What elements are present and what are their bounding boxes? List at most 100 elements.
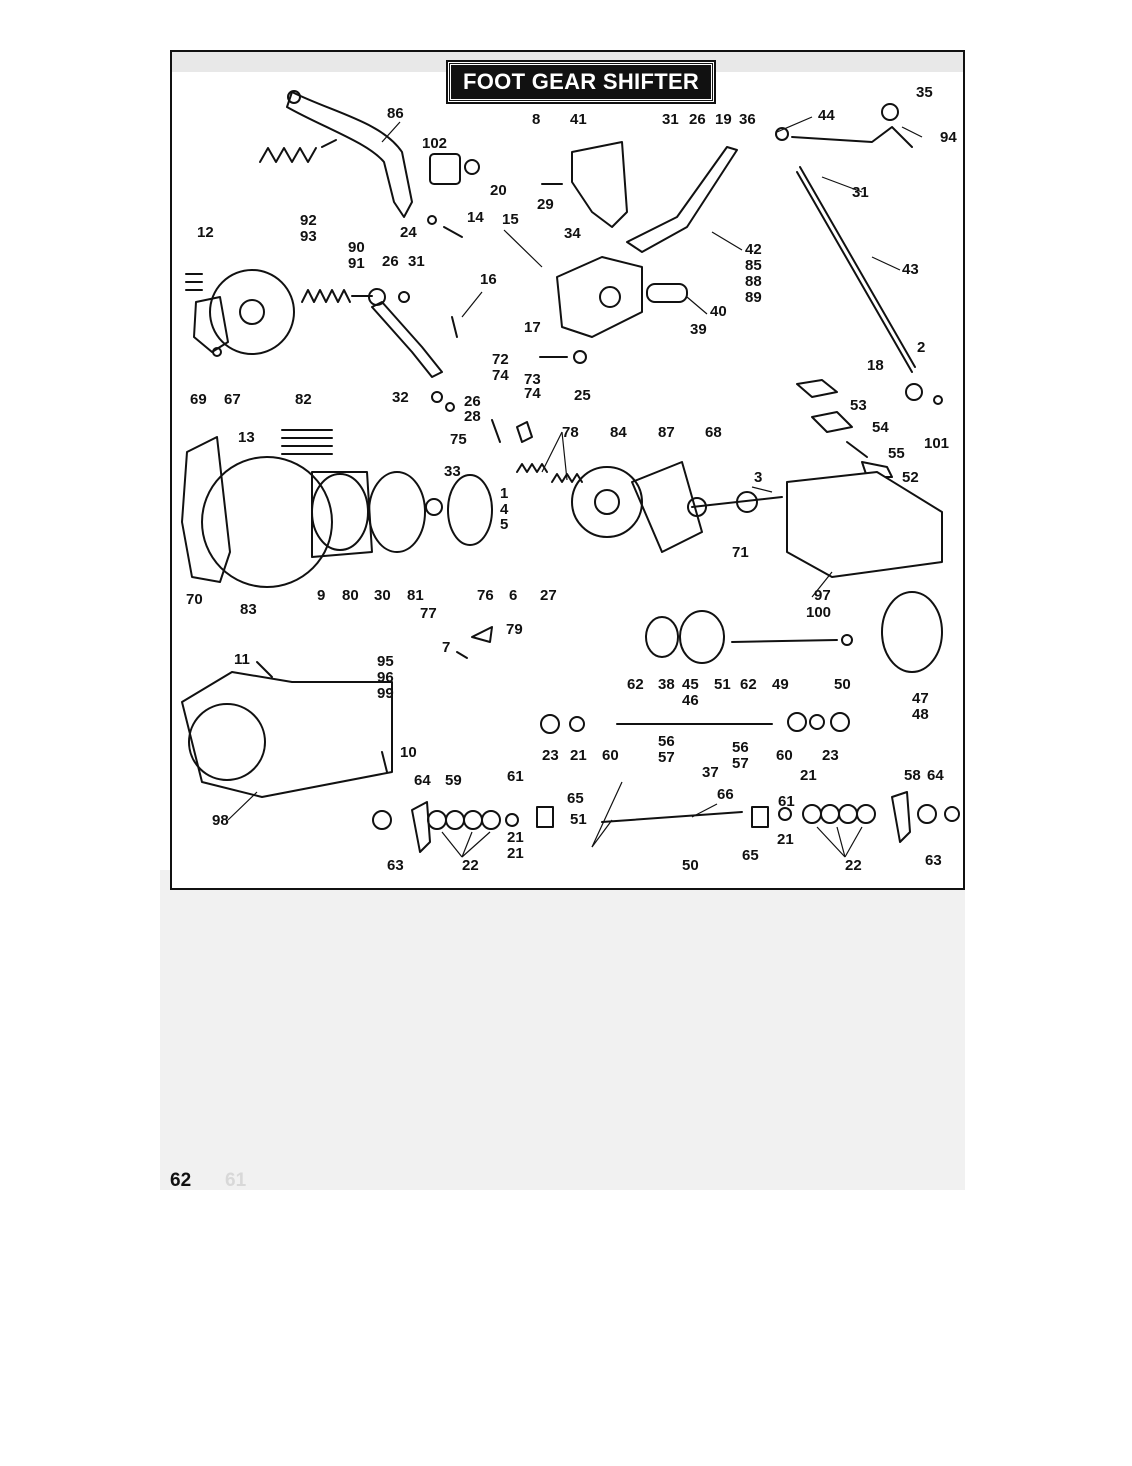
fork-59	[411, 801, 431, 853]
screw-10	[381, 751, 388, 773]
callout-11: 11	[234, 651, 250, 668]
callout-42: 42	[745, 241, 762, 258]
callout-10: 10	[400, 744, 417, 761]
bleed-through-page-number: 61	[225, 1170, 247, 1191]
spring-55	[846, 441, 868, 458]
callout-52: 52	[902, 469, 919, 486]
callout-60: 60	[602, 747, 619, 764]
callout-17: 17	[524, 319, 541, 336]
screw-16	[451, 316, 458, 338]
spring-90	[301, 289, 373, 303]
washer-23b	[830, 712, 850, 732]
callout-53: 53	[850, 397, 867, 414]
callout-41: 41	[570, 111, 587, 128]
page-title: FOOT GEAR SHIFTER	[445, 60, 717, 104]
callout-26: 26	[382, 253, 399, 270]
spring-78b	[551, 473, 583, 483]
callout-46: 46	[682, 692, 699, 709]
part-67	[212, 347, 222, 357]
callout-64: 64	[927, 767, 944, 784]
shaft-49	[731, 639, 838, 643]
diagram-frame: FOOT GEAR SHIFTER	[170, 50, 965, 890]
callout-34: 34	[564, 225, 581, 242]
bolt-11	[256, 661, 273, 678]
gear-38	[645, 616, 679, 658]
callout-84: 84	[610, 424, 627, 441]
callout-60: 60	[776, 747, 793, 764]
callout-7: 7	[442, 639, 450, 656]
page-number: 62	[170, 1170, 192, 1191]
bolts-13	[281, 429, 333, 455]
callout-49: 49	[772, 676, 789, 693]
callout-31: 31	[408, 253, 425, 270]
clutch-cover-98	[181, 671, 393, 798]
callout-99: 99	[377, 685, 394, 702]
callout-83: 83	[240, 601, 257, 618]
callout-45: 45	[682, 676, 699, 693]
callout-21: 21	[800, 767, 817, 784]
callout-21: 21	[570, 747, 587, 764]
callout-36: 36	[739, 111, 756, 128]
washer-32	[431, 391, 443, 403]
washer-64b	[917, 804, 937, 824]
cover-70	[181, 436, 231, 583]
callout-88: 88	[745, 273, 762, 290]
callout-15: 15	[502, 211, 519, 228]
callout-33: 33	[444, 463, 461, 480]
callout-25: 25	[574, 387, 591, 404]
callout-97: 97	[814, 587, 831, 604]
callout-65: 65	[567, 790, 584, 807]
callout-43: 43	[902, 261, 919, 278]
block-65b	[751, 806, 769, 828]
callout-72: 72	[492, 351, 509, 368]
callout-87: 87	[658, 424, 675, 441]
washer-64a	[372, 810, 392, 830]
part-50	[841, 634, 853, 646]
callout-51: 51	[570, 811, 587, 828]
plate-87	[631, 461, 703, 553]
callout-79: 79	[506, 621, 523, 638]
pin-101	[933, 395, 943, 405]
callout-71: 71	[732, 544, 749, 561]
part-102	[429, 153, 461, 185]
callout-13: 13	[238, 429, 255, 446]
callout-9: 9	[317, 587, 325, 604]
gear-84	[571, 466, 643, 538]
washer-33	[425, 498, 443, 516]
washer-20	[464, 159, 480, 175]
callout-50: 50	[682, 857, 699, 874]
callout-74: 74	[524, 385, 541, 402]
part-52	[861, 461, 893, 478]
callout-47: 47	[912, 690, 929, 707]
callout-63: 63	[387, 857, 404, 874]
gear-45	[679, 610, 725, 664]
callout-94: 94	[940, 129, 957, 146]
callout-62: 62	[627, 676, 644, 693]
callout-26: 26	[689, 111, 706, 128]
link-16	[371, 301, 443, 378]
washer-23a	[540, 714, 560, 734]
callout-95: 95	[377, 653, 394, 670]
callout-4: 4	[500, 501, 509, 518]
callout-1: 1	[500, 485, 508, 502]
callout-32: 32	[392, 389, 409, 406]
callout-21: 21	[507, 829, 524, 846]
cover-82	[209, 269, 295, 355]
callout-18: 18	[867, 357, 884, 374]
callout-26: 26	[464, 393, 481, 410]
callout-29: 29	[537, 196, 554, 213]
link-44	[791, 126, 913, 148]
callout-27: 27	[540, 587, 557, 604]
callout-39: 39	[690, 321, 707, 338]
housing-3	[786, 471, 943, 578]
callout-85: 85	[745, 257, 762, 274]
bushing-40	[646, 283, 688, 303]
callout-57: 57	[732, 755, 749, 772]
washer-35	[881, 103, 899, 121]
pin-7	[456, 651, 468, 659]
callout-61: 61	[778, 793, 795, 810]
callout-20: 20	[490, 182, 507, 199]
callout-66: 66	[717, 786, 734, 803]
washers-22b	[802, 804, 876, 824]
bleed-through-background	[160, 870, 965, 1190]
